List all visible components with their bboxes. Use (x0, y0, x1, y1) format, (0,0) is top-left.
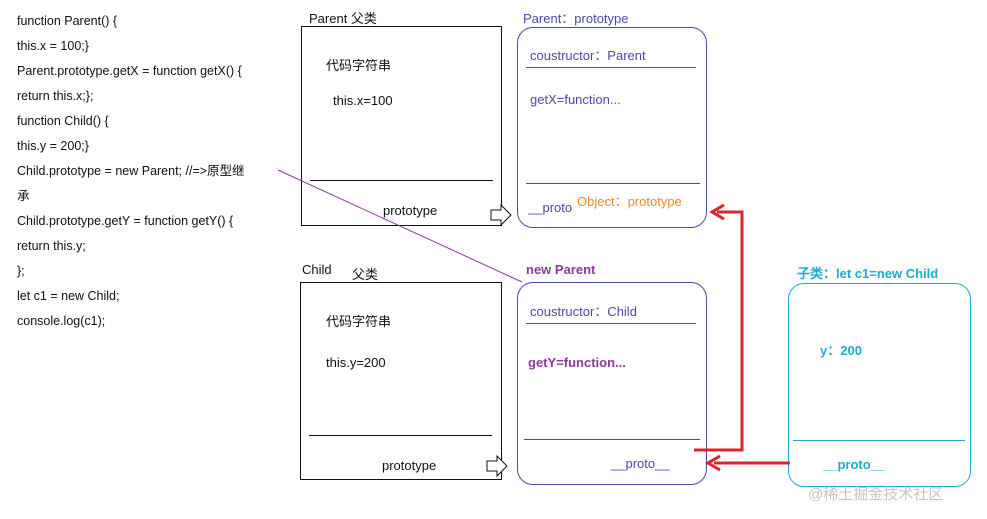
instance-box (788, 283, 971, 487)
parent-code-label: 代码字符串 (326, 58, 392, 73)
code-line: }; (17, 264, 25, 278)
new-parent-box (517, 282, 707, 485)
proto-chain-arrowhead-lower (705, 454, 721, 472)
child-class-title-suffix: 父类 (352, 267, 379, 282)
watermark: @稀土掘金技术社区 (808, 486, 944, 503)
new-parent-proto-divider (524, 439, 700, 440)
child-class-box (300, 282, 502, 480)
child-prototype-arrow (486, 454, 508, 478)
inheritance-link-line (277, 169, 523, 283)
code-line: return this.x;}; (17, 89, 94, 103)
code-line: this.x = 100;} (17, 39, 89, 53)
parent-class-title: Parent 父类 (309, 11, 377, 26)
proto-chain-arrow-upper (694, 210, 744, 452)
parent-prototype-arrow (490, 203, 512, 227)
parent-class-box (301, 26, 502, 226)
child-body-text: this.y=200 (326, 355, 386, 370)
code-line: function Parent() { (17, 14, 118, 28)
parent-prototype-title: Parent：prototype (523, 11, 629, 26)
code-line: return this.y; (17, 239, 86, 253)
child-code-label: 代码字符串 (326, 314, 392, 329)
parent-divider (310, 180, 493, 181)
instance-prop-text: y：200 (820, 343, 862, 358)
code-line: console.log(c1); (17, 314, 106, 328)
code-line: 承 (17, 189, 30, 203)
parent-proto-text: __proto (528, 200, 573, 215)
code-line: let c1 = new Child; (17, 289, 120, 303)
parent-prototype-label: prototype (383, 203, 438, 218)
parent-body-text: this.x=100 (333, 93, 393, 108)
code-line: Child.prototype.getY = function getY() { (17, 214, 234, 228)
child-divider (309, 435, 492, 436)
object-prototype-text: Object：prototype (577, 194, 682, 209)
code-line: Child.prototype = new Parent; //=>原型继 (17, 164, 245, 178)
new-parent-method-text: getY=function... (528, 355, 626, 370)
instance-proto-text: __proto__ (823, 457, 886, 472)
parent-constructor-text: coustructor：Parent (530, 48, 646, 63)
child-prototype-label: prototype (382, 458, 437, 473)
new-parent-constructor-text: coustructor：Child (530, 304, 637, 319)
instance-title: 子类：let c1=new Child (797, 266, 939, 281)
proto-chain-arrowhead-upper (709, 203, 725, 221)
parent-proto-divider (526, 183, 700, 184)
child-class-title: Child (302, 262, 332, 277)
code-line: function Child() { (17, 114, 109, 128)
instance-proto-divider (793, 440, 965, 441)
parent-method-text: getX=function... (530, 92, 621, 107)
parent-constructor-divider (526, 67, 696, 68)
new-parent-proto-text: __proto__ (611, 456, 670, 471)
parent-prototype-box (517, 27, 707, 228)
code-line: Parent.prototype.getX = function getX() … (17, 64, 242, 78)
new-parent-title: new Parent (526, 262, 596, 277)
code-line: this.y = 200;} (17, 139, 89, 153)
new-parent-constructor-divider (526, 323, 696, 324)
